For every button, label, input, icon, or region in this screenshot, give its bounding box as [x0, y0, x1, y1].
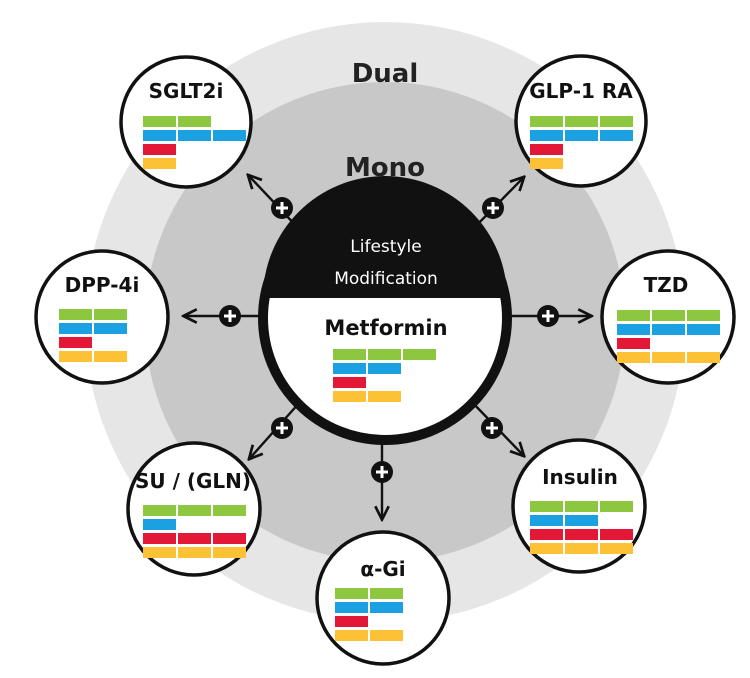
node-tzd: TZD	[600, 249, 736, 385]
su-label: SU / (GLN)	[135, 469, 251, 493]
node-glp1ra: GLP-1 RA	[514, 54, 648, 188]
plus-icon	[219, 305, 241, 327]
plus-icon	[481, 417, 503, 439]
agi-label: α-Gi	[360, 557, 405, 581]
node-insulin: Insulin	[511, 438, 647, 574]
plus-icon	[482, 197, 504, 219]
plus-icon	[371, 461, 393, 483]
plus-icon	[271, 417, 293, 439]
center-node: Lifestyle Modification Metformin	[258, 176, 512, 445]
modification-label: Modification	[334, 269, 438, 289]
dpp4i-label: DPP-4i	[65, 273, 140, 297]
plus-icon	[537, 305, 559, 327]
plus-badges	[219, 197, 559, 483]
lifestyle-cap	[263, 176, 507, 298]
dual-label: Dual	[352, 59, 419, 89]
node-su: SU / (GLN)	[126, 441, 262, 577]
metformin-label: Metformin	[324, 316, 447, 340]
node-dpp4i: DPP-4i	[34, 249, 170, 385]
node-sglt2i: SGLT2i	[119, 55, 253, 189]
tzd-label: TZD	[644, 273, 689, 297]
glp1ra-label: GLP-1 RA	[529, 79, 633, 103]
sglt2i-label: SGLT2i	[149, 79, 224, 103]
metformin-bars	[333, 349, 436, 402]
lifestyle-label: Lifestyle	[350, 237, 421, 257]
insulin-label: Insulin	[542, 465, 618, 489]
plus-icon	[271, 197, 293, 219]
node-agi: α-Gi	[315, 530, 451, 666]
